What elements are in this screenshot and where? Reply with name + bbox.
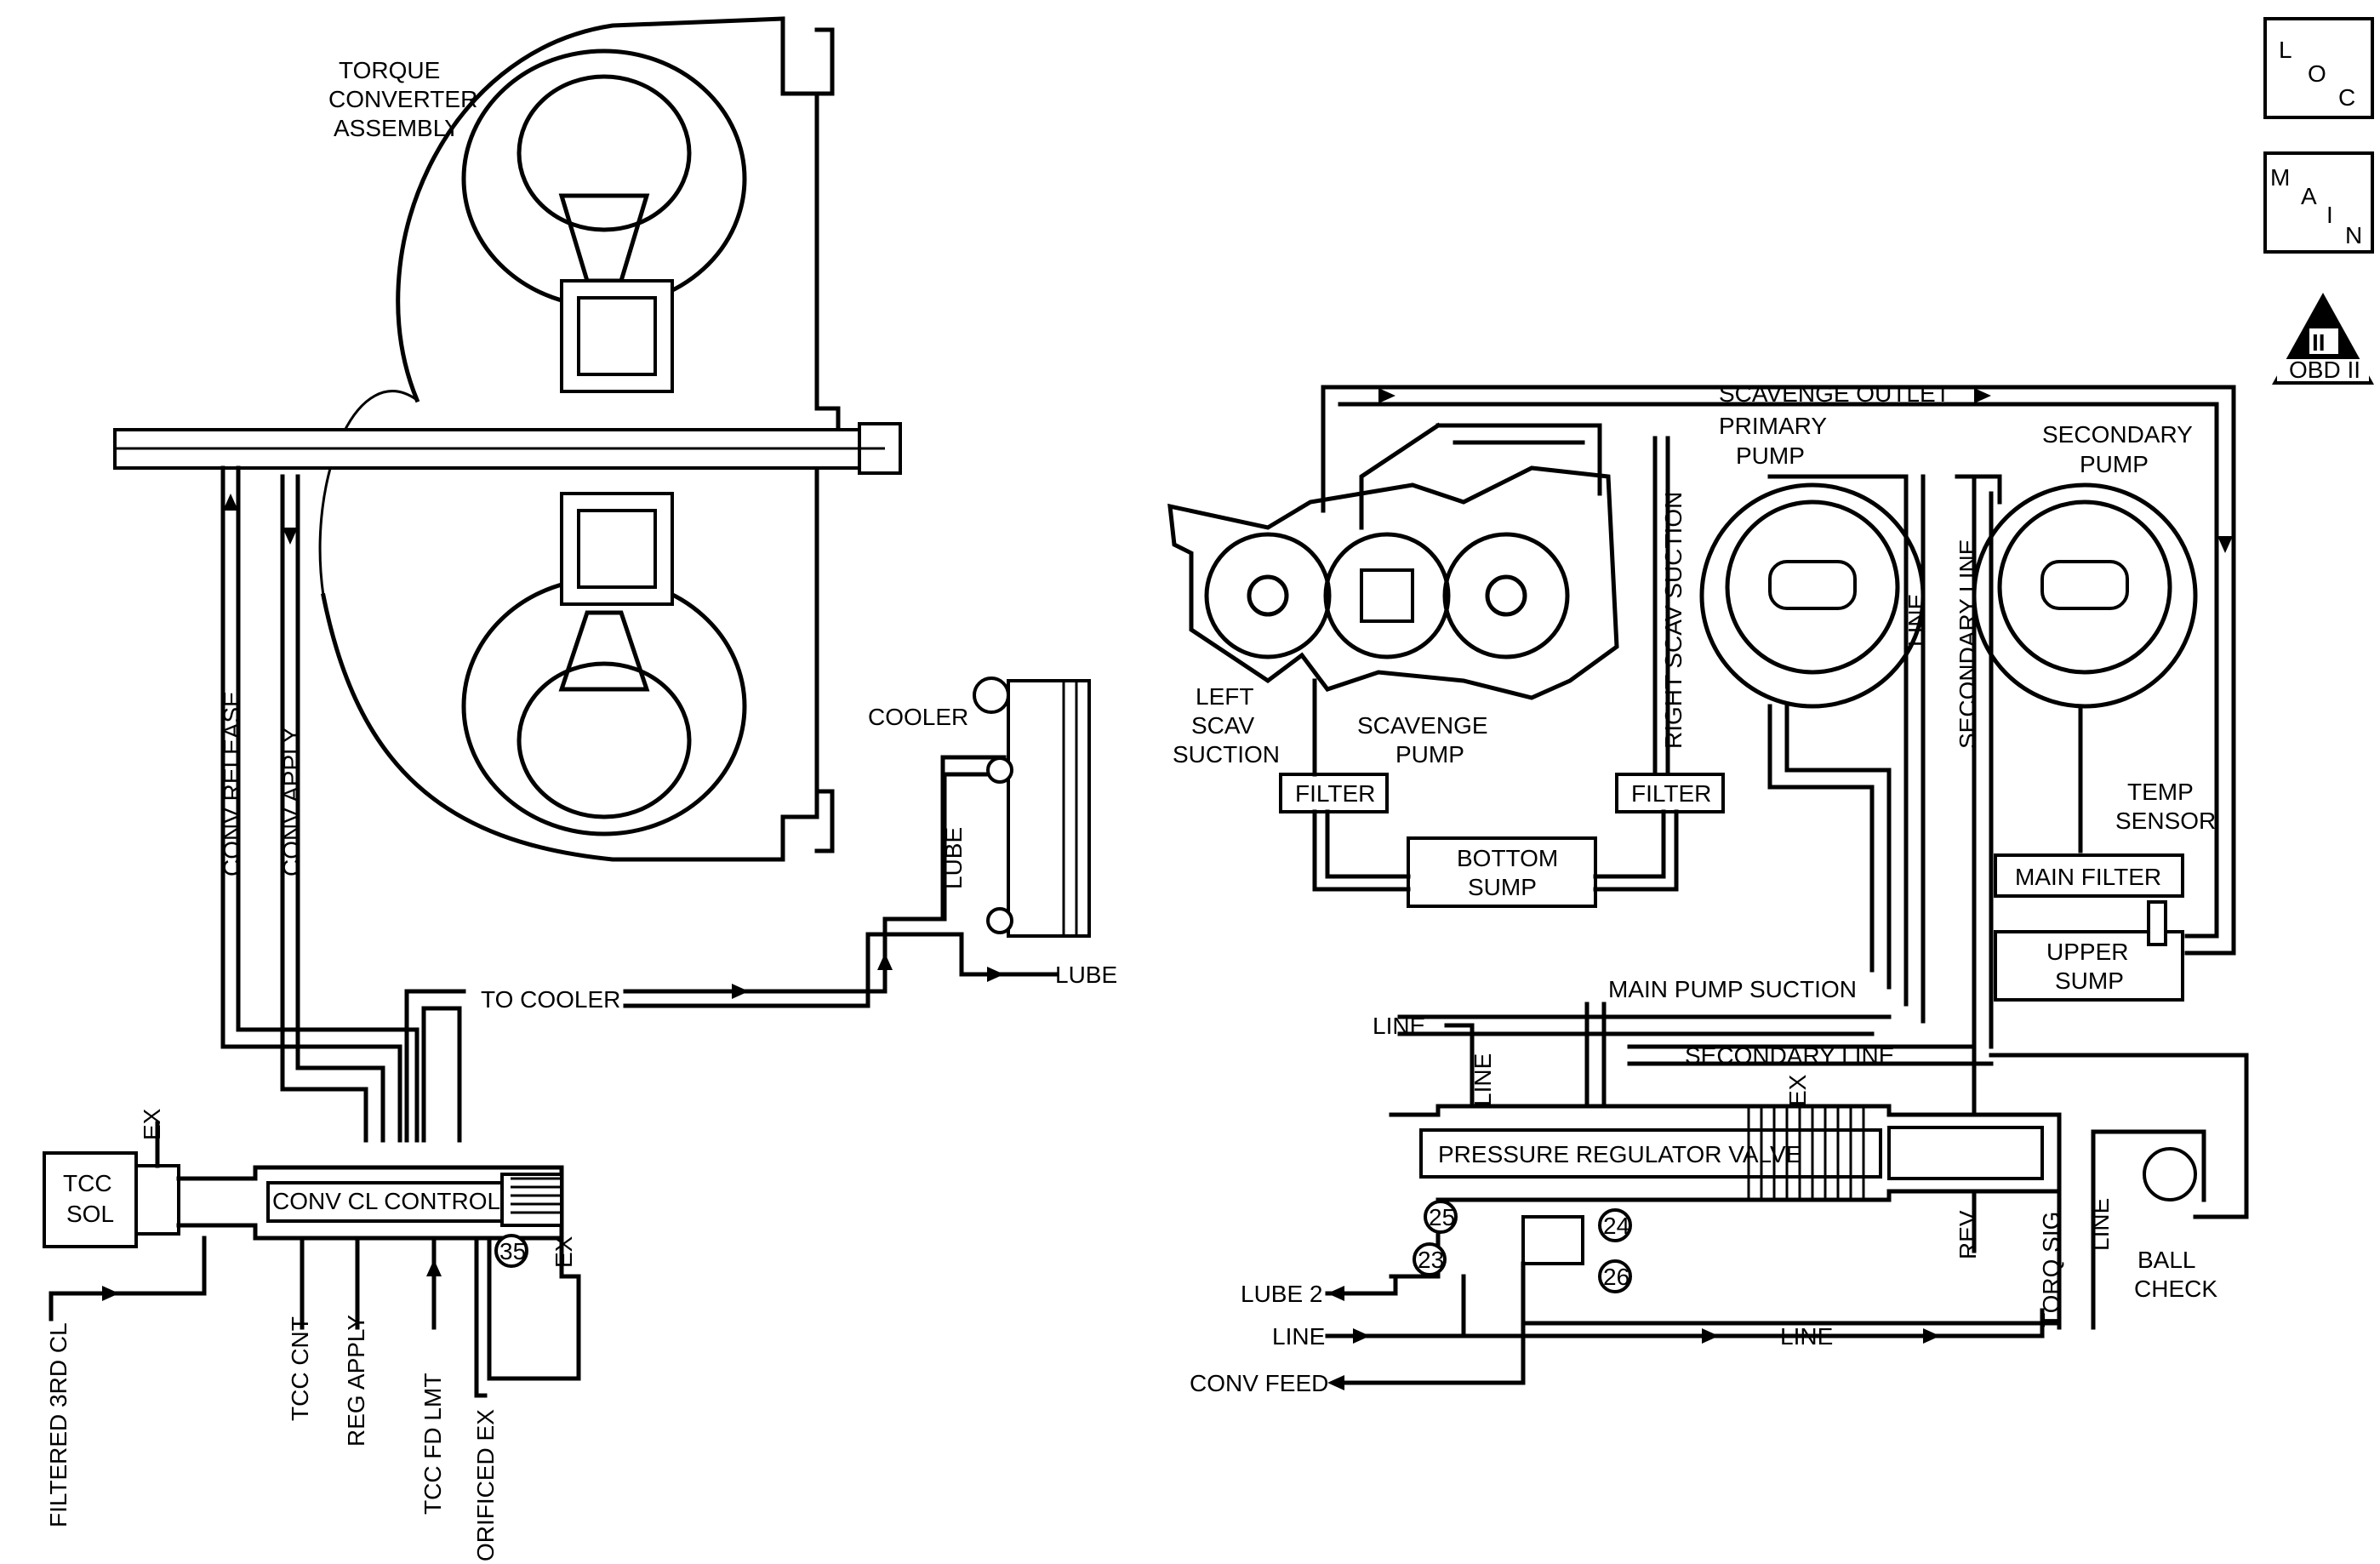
tcc-ex-top-label: EX (139, 1108, 165, 1140)
converter-title-3: ASSEMBLY (334, 115, 460, 141)
left-scav-label-1: LEFT (1196, 683, 1253, 710)
circle-23: 23 (1418, 1247, 1444, 1273)
tcc-ex-right-label: EX (551, 1236, 577, 1268)
svg-text:OBD II: OBD II (2289, 357, 2360, 383)
svg-text:II: II (2312, 329, 2326, 356)
lube-out-label: LUBE (1055, 962, 1117, 988)
secondary-pump: SECONDARY PUMP SECONDARY LINE TEMP SENSO… (1955, 421, 2216, 1049)
upper-sump-label-2: SUMP (2055, 968, 2124, 994)
reg-apply-label: REG APPLY (343, 1315, 369, 1447)
circle-25: 25 (1429, 1204, 1455, 1230)
conv-feed-label: CONV FEED (1190, 1370, 1328, 1396)
svg-text:C: C (2338, 84, 2355, 111)
ball-check-label-1: BALL (2137, 1247, 2196, 1273)
filter-left-label: FILTER (1295, 780, 1375, 807)
line-vertical-label: LINE (1903, 594, 1930, 647)
converter-title-2: CONVERTER (328, 86, 477, 112)
upper-sump-label-1: UPPER (2046, 939, 2128, 965)
ball-check-label-2: CHECK (2134, 1276, 2217, 1302)
tcc-fd-lmt-label: TCC FD LMT (419, 1373, 446, 1515)
primary-pump: PRIMARY PUMP LINE (1699, 413, 1930, 1024)
filtered-3rd-cl-label: FILTERED 3RD CL (45, 1322, 71, 1527)
torq-sig-label: TORQ SIG (2038, 1212, 2064, 1327)
lube-vertical-label: LUBE (940, 827, 967, 889)
torque-converter: TORQUE CONVERTER ASSEMBLY (113, 16, 902, 862)
rev-label: REV (1955, 1210, 1981, 1259)
conv-cl-control-label: CONV CL CONTROL (272, 1188, 500, 1214)
secondary-pump-label-2: PUMP (2080, 451, 2149, 477)
conv-apply-label: CONV APPLY (278, 727, 305, 876)
line-bottom-label: LINE (1780, 1323, 1833, 1350)
lube-2-label: LUBE 2 (1241, 1281, 1323, 1307)
pressure-regulator-valve-label: PRESSURE REGULATOR VALVE (1438, 1141, 1801, 1167)
tcc-valve-assembly: TCC SOL EX CONV CL CONTROL 35 EX FILTERE… (43, 1108, 581, 1561)
scavenge-pump-label-2: PUMP (1395, 741, 1464, 768)
svg-text:N: N (2345, 222, 2362, 248)
line-vertical-regulator-label: LINE (1470, 1053, 1496, 1106)
line-left-label: LINE (1373, 1013, 1425, 1039)
secondary-line-vertical-label: SECONDARY LINE (1955, 539, 1981, 749)
scavenge-pump: LEFT SCAV SUCTION SCAVENGE PUMP RIGHT SC… (1167, 385, 1687, 785)
primary-pump-label-2: PUMP (1736, 442, 1805, 469)
orificed-ex-label: ORIFICED EX (472, 1409, 499, 1561)
left-scav-label-2: SCAV (1191, 712, 1254, 739)
bottom-sump-label-2: SUMP (1468, 874, 1537, 900)
temp-sensor-label-1: TEMP (2127, 779, 2194, 805)
svg-text:M: M (2270, 164, 2290, 191)
secondary-line-label: SECONDARY LINE (1685, 1042, 1894, 1069)
filter-right-label: FILTER (1631, 780, 1711, 807)
line-vertical-2-label: LINE (2087, 1198, 2114, 1251)
loc-badge: L O C (2263, 17, 2374, 119)
main-filter-label: MAIN FILTER (2015, 864, 2161, 890)
scavenge-outlet-passage: SCAVENGE OUTLET (1321, 380, 2236, 956)
svg-text:I: I (2326, 202, 2333, 228)
main-pump-suction-label: MAIN PUMP SUCTION (1608, 976, 1857, 1002)
primary-pump-label-1: PRIMARY (1719, 413, 1827, 439)
tcc-sol-label-2: SOL (66, 1201, 114, 1227)
right-scav-label: RIGHT SCAV SUCTION (1660, 492, 1687, 749)
left-scav-label-3: SUCTION (1173, 741, 1280, 768)
svg-text:A: A (2301, 183, 2317, 209)
converter-title-1: TORQUE (339, 57, 440, 83)
line-in-label: LINE (1272, 1323, 1325, 1350)
svg-text:L: L (2279, 37, 2292, 63)
temp-sensor-label-2: SENSOR (2115, 808, 2216, 834)
pressure-regulator: MAIN PUMP SUCTION LINE LINE SECONDARY LI… (1190, 976, 2249, 1396)
to-cooler-label: TO COOLER (481, 986, 620, 1013)
conv-passages: CONV RELEASE CONV APPLY (219, 465, 419, 1143)
cooler-label: COOLER (868, 704, 968, 730)
conv-release-label: CONV RELEASE (219, 691, 245, 876)
secondary-pump-label-1: SECONDARY (2042, 421, 2193, 448)
main-badge: M A I N (2263, 151, 2374, 254)
tcc-sol-label-1: TCC (63, 1170, 112, 1196)
regulator-ex-label: EX (1784, 1074, 1811, 1106)
circle-24: 24 (1603, 1213, 1629, 1239)
scavenge-pump-label-1: SCAVENGE (1357, 712, 1488, 739)
scavenge-outlet-label: SCAVENGE OUTLET (1719, 380, 1950, 407)
sump-circuit: FILTER FILTER BOTTOM SUMP (1279, 678, 1725, 908)
obd-ii-badge: II OBD II (2272, 293, 2374, 385)
cooler-circuit: TO COOLER COOLER LUBE LUBE (404, 676, 1117, 1143)
bottom-sump-label-1: BOTTOM (1457, 845, 1558, 871)
svg-text:O: O (2308, 60, 2326, 87)
check-35: 35 (499, 1238, 526, 1264)
circle-26: 26 (1603, 1264, 1629, 1290)
tcc-cnt-label: TCC CNT (287, 1316, 313, 1421)
